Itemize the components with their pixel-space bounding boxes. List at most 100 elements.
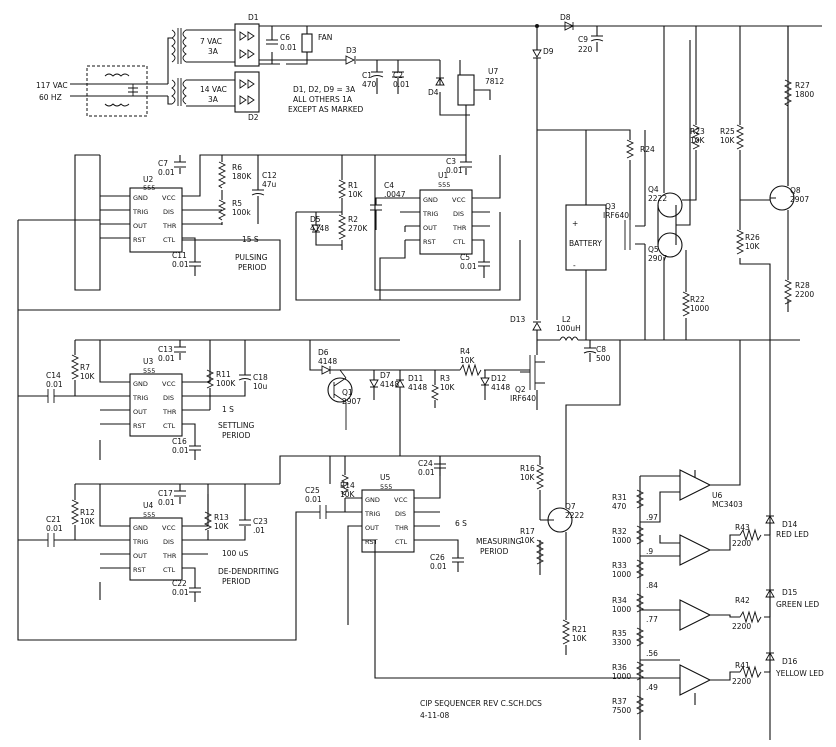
r16-value: 10K (520, 473, 536, 482)
r32-ref: R32 (612, 527, 627, 536)
u3-pin-gnd: GND (133, 380, 148, 388)
r5-ref: R5 (232, 199, 242, 208)
q1-ref: Q1 (342, 388, 353, 397)
r2-ref: R2 (348, 215, 358, 224)
c6-ref: C6 (280, 33, 290, 42)
r21-ref: R21 (572, 625, 587, 634)
regulator-u7 (457, 74, 475, 106)
c21-value: 0.01 (46, 524, 63, 533)
c26-ref: C26 (430, 553, 445, 562)
l2-ref: L2 (562, 315, 571, 324)
r23-ref: R23 (690, 127, 705, 136)
c17-ref: C17 (158, 489, 173, 498)
r34-ref: R34 (612, 596, 627, 605)
c4-value: .0047 (384, 190, 406, 199)
c22-ref: C22 (172, 579, 187, 588)
u5-pin-thr: THR (394, 524, 409, 532)
d6-ref: D6 (318, 348, 329, 357)
transformer-2-primary (171, 79, 176, 105)
q5-value: 2907 (648, 254, 667, 263)
u7-ref: U7 (488, 67, 498, 76)
tap-056: .56 (646, 649, 658, 658)
c11-value: 0.01 (172, 260, 189, 269)
u3-value: 555 (143, 367, 155, 375)
c11-ref: C11 (172, 251, 187, 260)
q3-value: IRF640 (603, 211, 629, 220)
r22-ref: R22 (690, 295, 705, 304)
t1-current-label: 3A (208, 47, 219, 56)
c23-ref: C23 (253, 517, 268, 526)
q8-value: 2907 (790, 195, 809, 204)
u3-pin-trig: TRIG (132, 394, 148, 402)
u4-value: 555 (143, 511, 155, 519)
r25-ref: R25 (720, 127, 735, 136)
ic-u4-555 (129, 517, 183, 581)
ic-u3-555 (129, 373, 183, 437)
c14-value: 0.01 (46, 380, 63, 389)
c9-ref: C9 (578, 35, 588, 44)
t2-current-label: 3A (208, 95, 219, 104)
mains-voltage-label: 117 VAC (36, 81, 68, 90)
c12-value: 47u (262, 180, 277, 189)
r42-ref: R42 (735, 596, 750, 605)
u2-pin-dis: DIS (163, 208, 174, 216)
timer-u1: U1 555 GND TRIG OUT RST VCC DIS THR CTL … (295, 155, 521, 301)
battery-label: BATTERY (569, 239, 602, 248)
u3-pin-ctl: CTL (163, 422, 176, 430)
bridge-rectifier-d2 (234, 71, 260, 113)
c2-ref: C2 (393, 71, 403, 80)
u3-pin-vcc: VCC (162, 380, 176, 388)
d11-value: 4148 (408, 383, 427, 392)
transformer-1-secondary (182, 29, 187, 63)
battery (565, 204, 607, 271)
c8-ref: C8 (596, 345, 606, 354)
u4-pin-thr: THR (162, 552, 177, 560)
resistor-r42 (739, 610, 762, 624)
u2-pin-trig: TRIG (132, 208, 148, 216)
u1-pin-vcc: VCC (452, 196, 466, 204)
u1-pin-dis: DIS (453, 210, 464, 218)
u2-value: 555 (143, 184, 155, 192)
c16-ref: C16 (172, 437, 187, 446)
bridge-rectifier-d1 (234, 23, 260, 67)
opamp-u6-d (679, 664, 712, 696)
line-filter-box (86, 65, 148, 117)
u2-pin-vcc: VCC (162, 194, 176, 202)
r11-value: 100K (216, 379, 236, 388)
drawing-title: CIP SEQUENCER REV C.SCH.DCS (420, 699, 542, 708)
c17-value: 0.01 (158, 498, 175, 507)
u5-pin-rst: RST (365, 538, 378, 546)
c18-ref: C18 (253, 373, 268, 382)
r1-ref: R1 (348, 181, 358, 190)
q7-ref: Q7 (565, 502, 576, 511)
measuring-label-2: PERIOD (480, 547, 509, 556)
r22-value: 1000 (690, 304, 709, 313)
c26-value: 0.01 (430, 562, 447, 571)
c24-value: 0.01 (418, 468, 435, 477)
d6-value: 4148 (318, 357, 337, 366)
common-mode-choke (104, 73, 130, 107)
u2-pin-thr: THR (162, 222, 177, 230)
r25-value: 10K (720, 136, 736, 145)
r26-value: 10K (745, 242, 761, 251)
r17-ref: R17 (520, 527, 535, 536)
inductor-l2 (559, 336, 579, 342)
u3-pin-out: OUT (133, 408, 147, 416)
u5-ref: U5 (380, 473, 390, 482)
u4-pin-dis: DIS (163, 538, 174, 546)
tap-09: .9 (646, 547, 653, 556)
r11-ref: R11 (216, 370, 231, 379)
transformer-1-primary (171, 29, 176, 63)
diode-d7 (369, 379, 379, 388)
u5-pin-trig: TRIG (364, 510, 380, 518)
c5-ref: C5 (460, 253, 470, 262)
d16-ref: D16 (782, 657, 798, 666)
r35-value: 3300 (612, 638, 631, 647)
led-d16-yellow (765, 652, 775, 661)
mosfet-q2 (520, 340, 545, 390)
r33-value: 1000 (612, 570, 631, 579)
diode-d12 (480, 377, 490, 386)
c7-ref: C7 (158, 159, 168, 168)
u4-pin-rst: RST (133, 566, 146, 574)
c5-value: 0.01 (460, 262, 477, 271)
